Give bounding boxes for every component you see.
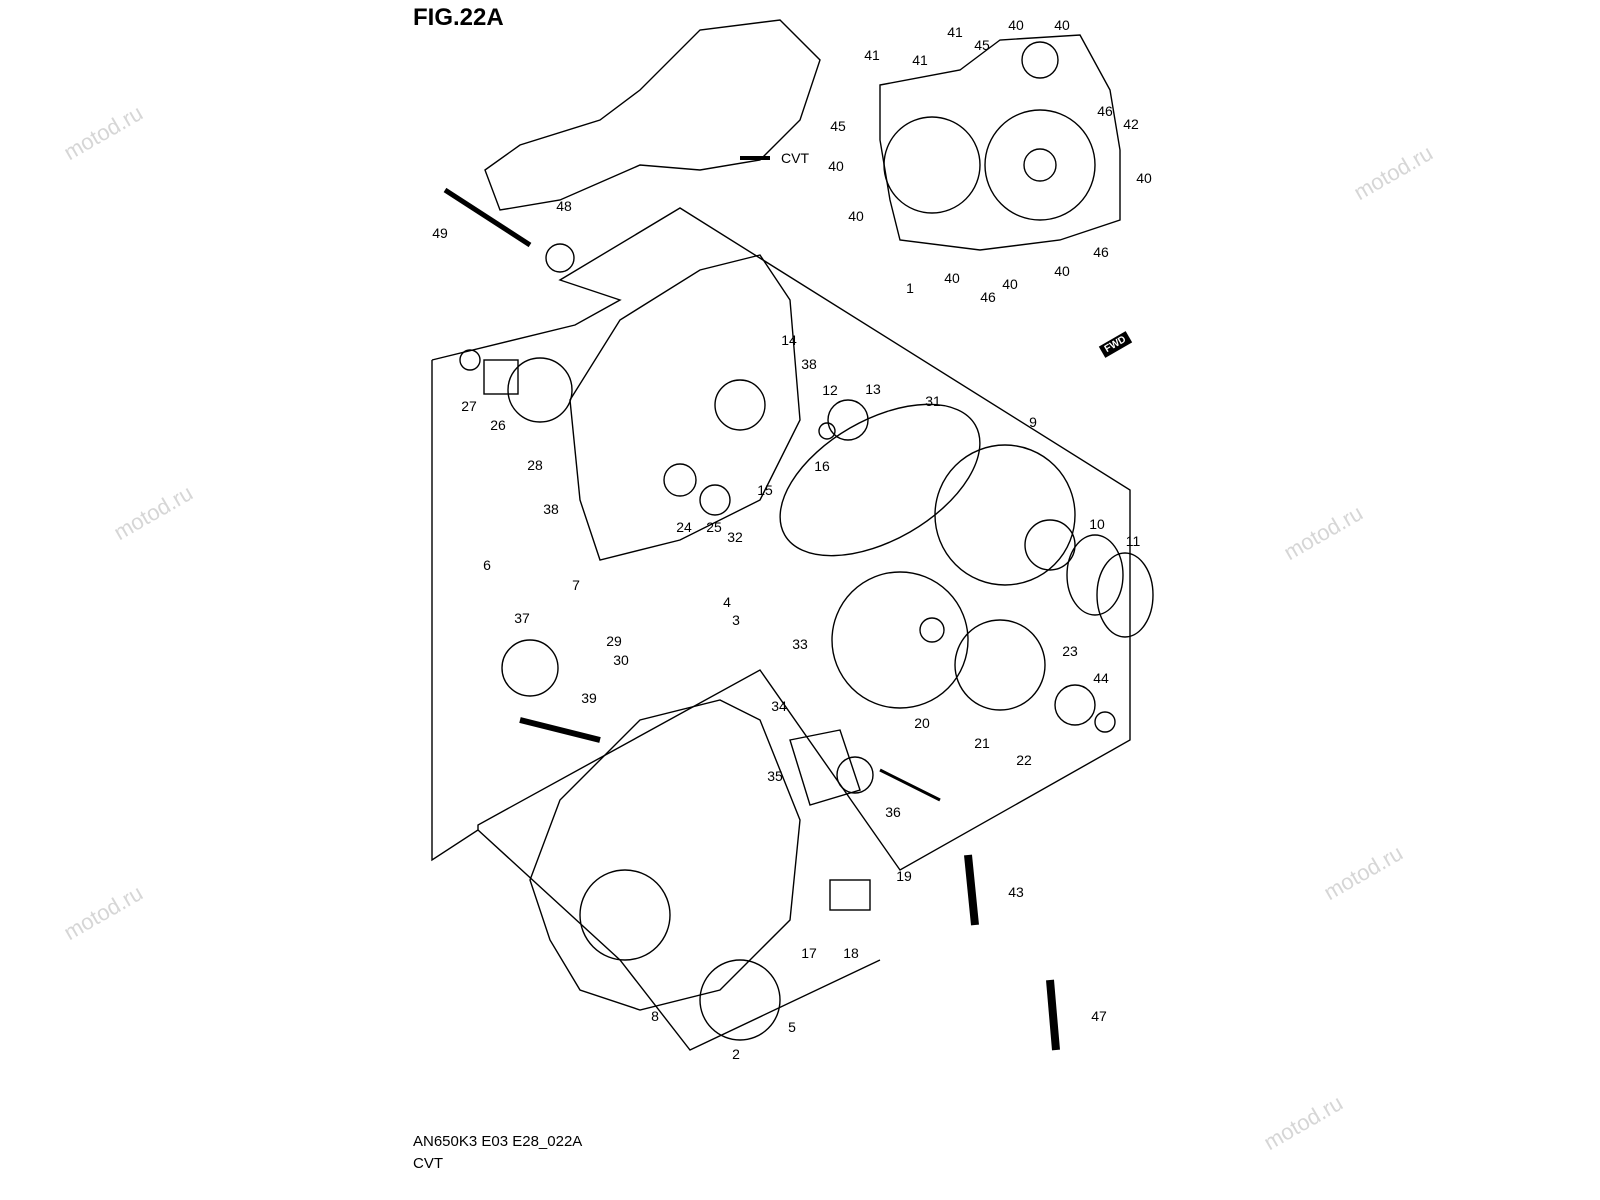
- callout: 28: [527, 457, 543, 473]
- callout: 25: [706, 519, 722, 535]
- callout: 44: [1093, 670, 1109, 686]
- drive-belt: [779, 403, 981, 557]
- callout: 40: [848, 208, 864, 224]
- callout: 48: [556, 198, 572, 214]
- section-name: CVT: [413, 1155, 443, 1172]
- callout: 29: [606, 633, 622, 649]
- callout: 31: [925, 393, 941, 409]
- callout: 18: [843, 945, 859, 961]
- callout: 24: [676, 519, 692, 535]
- callout: 27: [461, 398, 477, 414]
- callout: 36: [885, 804, 901, 820]
- callout: 45: [974, 37, 990, 53]
- callout: 38: [543, 501, 559, 517]
- callout: 41: [912, 52, 928, 68]
- engine-block: [484, 19, 821, 211]
- callout: 33: [792, 636, 808, 652]
- callout: 12: [822, 382, 838, 398]
- diagram-code: AN650K3 E03 E28_022A: [413, 1133, 583, 1150]
- bracket-47: [1046, 979, 1060, 1051]
- callout: 45: [830, 118, 846, 134]
- callout: CVT: [781, 150, 809, 166]
- callout: 6: [483, 557, 491, 573]
- callout: 49: [432, 225, 448, 241]
- callout: 43: [1008, 884, 1024, 900]
- drive-pulley: [831, 571, 969, 709]
- callout: 3: [732, 612, 740, 628]
- callout: 26: [490, 417, 506, 433]
- cvt-cover: [879, 34, 1121, 251]
- callout: 40: [1008, 17, 1024, 33]
- callout: 46: [980, 289, 996, 305]
- callout: 2: [732, 1046, 740, 1062]
- callout: 1: [906, 280, 914, 296]
- crankcase-lower: [529, 699, 801, 1011]
- callout: 8: [651, 1008, 659, 1024]
- callout: 46: [1093, 244, 1109, 260]
- callout: 30: [613, 652, 629, 668]
- callout: 37: [514, 610, 530, 626]
- callout: 39: [581, 690, 597, 706]
- callout: 22: [1016, 752, 1032, 768]
- callout: 40: [1136, 170, 1152, 186]
- callout: 40: [1002, 276, 1018, 292]
- callout: 40: [1054, 263, 1070, 279]
- callout: 20: [914, 715, 930, 731]
- bolt-49: [443, 187, 532, 248]
- callout: 15: [757, 482, 773, 498]
- callout: 46: [1097, 103, 1113, 119]
- callout: 19: [896, 868, 912, 884]
- callout: 40: [1054, 17, 1070, 33]
- lower-assembly-outline: [477, 829, 881, 1051]
- fan: [954, 619, 1046, 711]
- crankcase-cover: [569, 254, 801, 561]
- callout: 14: [781, 332, 797, 348]
- callout: 41: [864, 47, 880, 63]
- callout: 4: [723, 594, 731, 610]
- callout: 41: [947, 24, 963, 40]
- callout: 42: [1123, 116, 1139, 132]
- starter-motor: [789, 729, 861, 806]
- figure-title: FIG.22A: [413, 4, 504, 31]
- bracket-43: [964, 854, 979, 926]
- callout: 40: [828, 158, 844, 174]
- callout: 32: [727, 529, 743, 545]
- callout: 10: [1089, 516, 1105, 532]
- callout: 7: [572, 577, 580, 593]
- callout: 40: [944, 270, 960, 286]
- callout: 17: [801, 945, 817, 961]
- callout: 38: [801, 356, 817, 372]
- callout: 35: [767, 768, 783, 784]
- callout: 34: [771, 698, 787, 714]
- callout: 11: [1125, 533, 1141, 549]
- callout: 21: [974, 735, 990, 751]
- callout: 23: [1062, 643, 1078, 659]
- callout: 5: [788, 1019, 796, 1035]
- callout: 9: [1029, 414, 1037, 430]
- callout: 47: [1091, 1008, 1107, 1024]
- driven-pulley: [934, 444, 1076, 586]
- callout: 13: [865, 381, 881, 397]
- callout: 16: [814, 458, 830, 474]
